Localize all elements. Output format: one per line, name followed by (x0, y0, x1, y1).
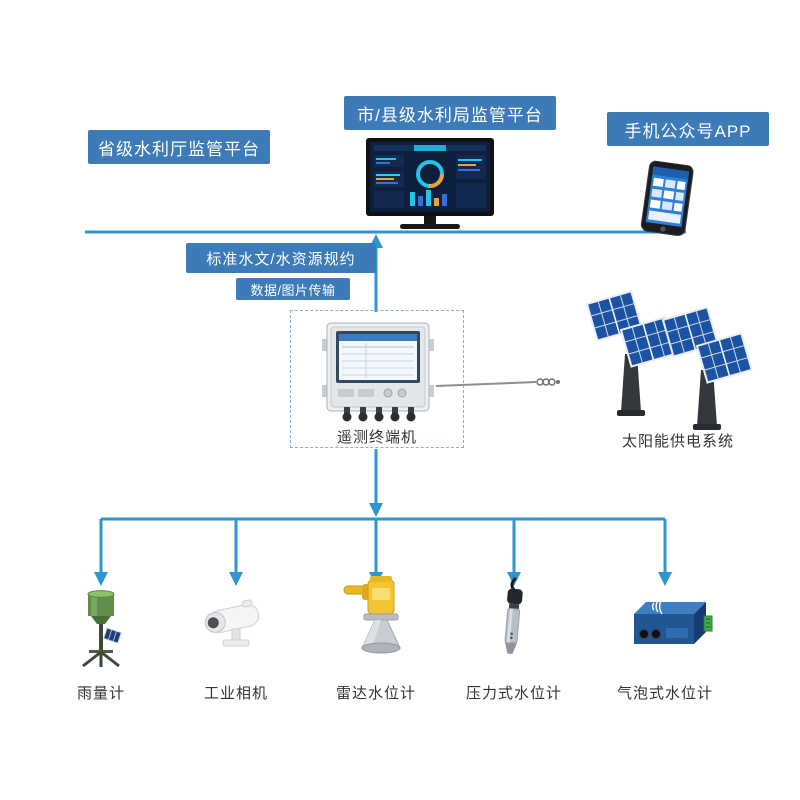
phone-home-button (660, 226, 666, 232)
camera-mount (231, 628, 241, 641)
arrowhead-down-icon (369, 503, 383, 517)
bubble-connector (651, 629, 661, 639)
radar-gauge (342, 576, 410, 668)
rain-gauge-pole (99, 624, 103, 652)
solar-pole (697, 370, 717, 426)
rain-gauge-solar (102, 627, 122, 644)
camera-base (222, 639, 250, 647)
monitor-stand (424, 216, 436, 224)
rain-gauge-leg (100, 650, 120, 668)
bubble-top-face (634, 602, 706, 614)
telemetry-terminal (322, 321, 434, 423)
bubble-side-face (694, 602, 706, 644)
transmission-label: 数据/图片传输 (236, 278, 350, 300)
monitor-base (400, 224, 460, 229)
solar-caption: 太阳能供电系统 (621, 433, 734, 450)
platform-provincial-label: 省级水利厅监管平台 (88, 130, 270, 164)
signal-waves-icon (651, 598, 663, 615)
sensor-caption-rain: 雨量计 (76, 685, 125, 702)
rain-gauge (75, 588, 131, 668)
terminal-connector (358, 412, 368, 422)
dashboard-monitor (366, 138, 494, 234)
antenna-icon (435, 378, 560, 387)
platform-mobile-app-label: 手机公众号APP (607, 112, 769, 146)
rain-gauge-leg (82, 650, 102, 668)
terminal-connector (374, 412, 384, 422)
sensor-caption-radar: 雷达水位计 (335, 685, 416, 702)
sensor-caption-pressure: 压力式水位计 (465, 685, 562, 702)
radar-flange (363, 613, 399, 621)
pressure-gauge (496, 576, 532, 672)
sensor-caption-camera: 工业相机 (203, 685, 268, 702)
bubble-gauge (620, 590, 714, 656)
terminal-button (358, 389, 374, 397)
terminal-connector (406, 412, 416, 422)
terminal-connector (342, 412, 352, 422)
terminal-connector (390, 412, 400, 422)
pressure-tip (504, 642, 517, 654)
terminal-caption: 遥测终端机 (336, 429, 417, 446)
bubble-label-plate (666, 628, 688, 638)
solar-pole (621, 354, 641, 412)
protocol-label: 标准水文/水资源规约 (186, 243, 376, 273)
industrial-camera (201, 599, 271, 651)
mobile-phone (636, 159, 702, 240)
platform-city-county-label: 市/县级水利局监管平台 (344, 96, 556, 130)
camera-lens (207, 617, 219, 629)
terminal-button (338, 389, 354, 397)
sensor-caption-bubble: 气泡式水位计 (616, 685, 713, 702)
terminal-dashed-frame (290, 310, 464, 448)
terminal-screen (339, 334, 417, 380)
pressure-cap (507, 588, 523, 605)
bubble-connector (639, 629, 649, 639)
solar-panels (583, 276, 773, 430)
